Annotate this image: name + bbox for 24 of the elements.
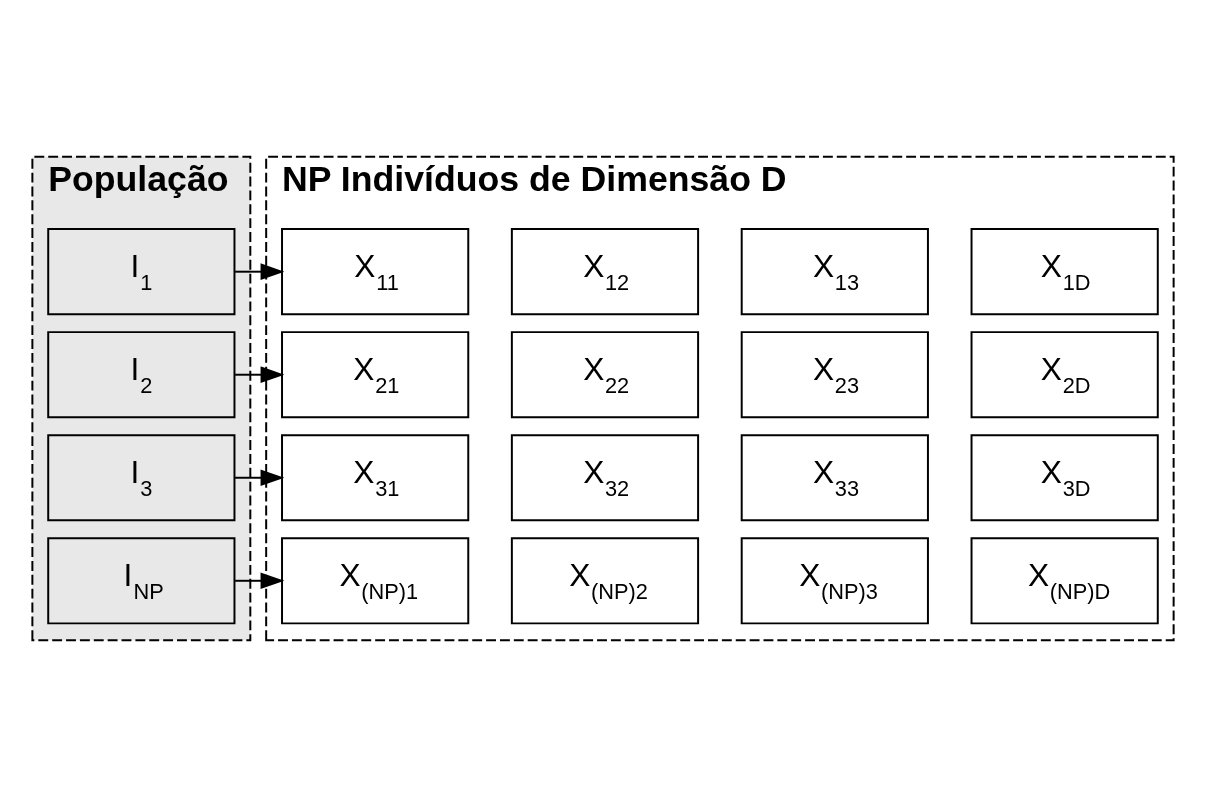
arrow — [234, 263, 285, 281]
node-box: X$_{(NP)D}$ — [970, 537, 1159, 625]
node-box: X$_{31}$ — [281, 434, 470, 522]
node-box: X$_{33}$ — [740, 434, 929, 522]
node-box: X$_{(NP)3}$ — [740, 537, 929, 625]
node-box: I$_{NP}$ — [47, 537, 236, 625]
node-box: X$_{21}$ — [281, 331, 470, 419]
arrow — [234, 469, 285, 487]
arrow — [234, 366, 285, 384]
node-box: X$_{22}$ — [510, 331, 700, 419]
node-box: I$_{3}$ — [47, 434, 236, 522]
node-box: X$_{3D}$ — [970, 434, 1159, 522]
node-box: X$_{23}$ — [740, 331, 929, 419]
node-box: X$_{12}$ — [510, 228, 700, 316]
node-box: I$_{1}$ — [47, 228, 236, 316]
node-box: X$_{(NP)1}$ — [281, 537, 470, 625]
node-box: X$_{32}$ — [510, 434, 700, 522]
node-box: X$_{11}$ — [281, 228, 470, 316]
node-box: I$_{2}$ — [47, 331, 236, 419]
node-box: X$_{1D}$ — [970, 228, 1159, 316]
node-box: X$_{(NP)2}$ — [510, 537, 700, 625]
arrow — [234, 572, 285, 590]
node-box: X$_{13}$ — [740, 228, 929, 316]
node-box: X$_{2D}$ — [970, 331, 1159, 419]
